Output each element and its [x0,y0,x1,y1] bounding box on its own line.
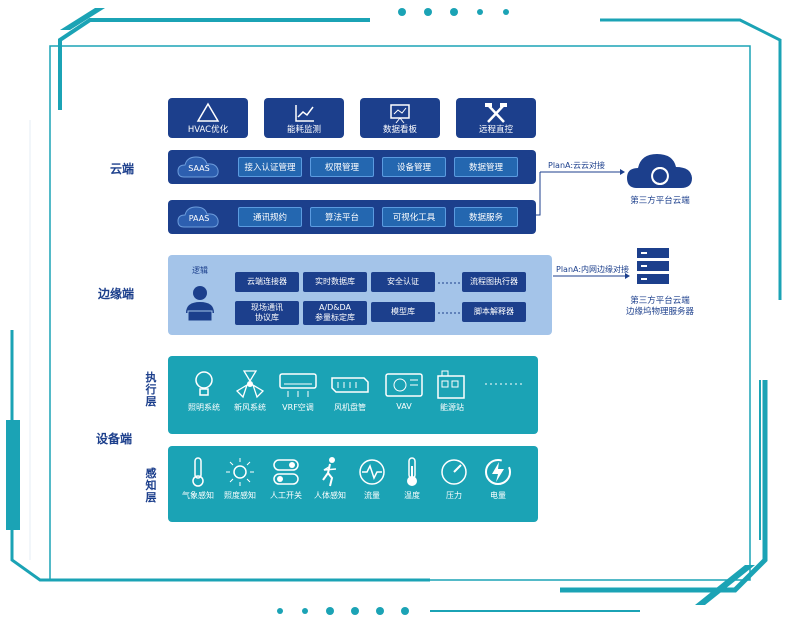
sensor-power[interactable]: 电量 [476,456,520,501]
execution-layer-box: 照明系统 新风系统 VRF空调 风机盘管 VAV 能源站 [168,356,538,434]
edge-layer-label: 边缘端 [98,287,135,301]
sensor-pressure[interactable]: 压力 [432,456,476,501]
edge-item-security-auth[interactable]: 安全认证 [371,272,435,292]
sensor-illuminance[interactable]: 照度感知 [218,456,262,501]
device-label: 气象感知 [182,491,214,500]
switch-icon [273,459,299,485]
sensor-human-presence[interactable]: 人体感知 [308,456,352,501]
cloud-tag-icon [177,206,219,228]
perception-layer-box: 气象感知 照度感知 人工开关 人体感知 流量 温度 压力 电量 [168,446,538,522]
device-label: VRF空调 [282,403,314,412]
device-vav[interactable]: VAV [382,368,426,411]
flow-icon [359,459,385,485]
device-label: 人工开关 [270,491,302,500]
edge-item-field-protocols[interactable]: 现场通讯 协议库 [235,301,299,325]
app-data-dashboard[interactable]: 数据看板 [360,98,440,138]
triangle-icon [196,102,220,122]
device-vrf-ac[interactable]: VRF空调 [276,368,320,413]
device-layer-label: 设备端 [96,432,133,446]
device-label: 照明系统 [188,403,220,412]
sensor-manual-switch[interactable]: 人工开关 [264,456,308,501]
temperature-icon [407,457,417,486]
execution-layer-label: 执 行 层 [145,371,157,408]
app-label: 能耗监测 [286,125,321,135]
ellipsis-dashes [438,282,460,284]
thermometer-icon [192,457,204,487]
sensor-temperature[interactable]: 温度 [390,456,434,501]
line-chart-icon [295,105,314,122]
saas-item-permissions[interactable]: 权限管理 [310,157,374,177]
device-label: 能源站 [440,403,464,412]
device-fan-coil[interactable]: 风机盘管 [328,368,372,413]
edge-item-realtime-db[interactable]: 实时数据库 [303,272,367,292]
device-lighting[interactable]: 照明系统 [182,368,226,413]
third-party-cloud-label: 第三方平台云端 [630,196,690,206]
app-hvac-optimization[interactable]: HVAC优化 [168,98,248,138]
ellipsis-dashes [485,383,525,385]
walking-person-icon [322,457,337,487]
edge-item-script-interpreter[interactable]: 脚本解释器 [462,302,526,322]
device-label: 流量 [364,491,380,500]
paas-tag: PAAS [188,214,210,223]
device-label: 电量 [490,491,506,500]
device-energy-station[interactable]: 能源站 [430,368,474,413]
edge-item-ad-da-calibration[interactable]: A/D&DA 参量标定库 [303,301,367,325]
server-icon [637,248,669,284]
device-label: 照度感知 [224,491,256,500]
device-label: 温度 [404,491,420,500]
sensor-weather[interactable]: 气象感知 [176,456,220,501]
edge-item-cloud-connector[interactable]: 云端连接器 [235,272,299,292]
cloud-link-label: PlanA:云云对接 [548,161,606,170]
device-label: 风机盘管 [334,403,366,412]
device-label: 压力 [446,491,462,500]
operator-person-icon [186,286,214,322]
device-label: 新风系统 [234,403,266,412]
cloud-tag-icon [177,156,219,178]
device-label: VAV [396,402,412,411]
air-conditioner-icon [279,373,317,397]
edge-item-flow-executor[interactable]: 流程图执行器 [462,272,526,292]
fan-icon [235,370,265,399]
paas-item-algorithms[interactable]: 算法平台 [310,207,374,227]
paas-item-visualization[interactable]: 可视化工具 [382,207,446,227]
saas-bar: SAAS 接入认证管理 权限管理 设备管理 数据管理 [168,150,536,184]
energy-station-icon [437,370,465,399]
app-label: 远程直控 [478,125,513,135]
saas-item-data[interactable]: 数据管理 [454,157,518,177]
device-label: 人体感知 [314,491,346,500]
app-remote-control[interactable]: 远程直控 [456,98,536,138]
perception-layer-label: 感 知 层 [145,467,157,504]
edge-box: 逻辑 云端连接器 实时数据库 安全认证 流程图执行器 现场通讯 协议库 A/D&… [168,255,552,335]
edge-server-label: 第三方平台云端 边缘坞物理服务器 [625,296,694,317]
tools-icon [485,103,507,123]
edge-link-label: PlanA:内网边缘对接 [556,265,630,274]
pressure-gauge-icon [441,459,467,485]
device-fresh-air[interactable]: 新风系统 [228,368,272,413]
sensor-flow[interactable]: 流量 [350,456,394,501]
app-energy-monitoring[interactable]: 能耗监测 [264,98,344,138]
presentation-board-icon [390,104,410,124]
paas-item-data-service[interactable]: 数据服务 [454,207,518,227]
app-label: HVAC优化 [187,125,229,135]
vav-icon [385,373,423,397]
fan-coil-icon [331,377,369,393]
paas-item-protocols[interactable]: 通讯规约 [238,207,302,227]
saas-tag: SAAS [188,164,210,173]
third-party-cloud-icon [627,154,692,188]
sun-icon [226,458,254,486]
app-label: 数据看板 [382,125,417,135]
paas-bar: PAAS 通讯规约 算法平台 可视化工具 数据服务 [168,200,536,234]
power-icon [485,459,511,485]
cloud-layer-label: 云端 [110,162,135,176]
bulb-icon [195,371,213,396]
saas-item-access-auth[interactable]: 接入认证管理 [238,157,302,177]
saas-item-devices[interactable]: 设备管理 [382,157,446,177]
ellipsis-dashes [438,312,460,314]
logic-label: 逻辑 [192,266,208,275]
edge-item-model-library[interactable]: 模型库 [371,302,435,322]
